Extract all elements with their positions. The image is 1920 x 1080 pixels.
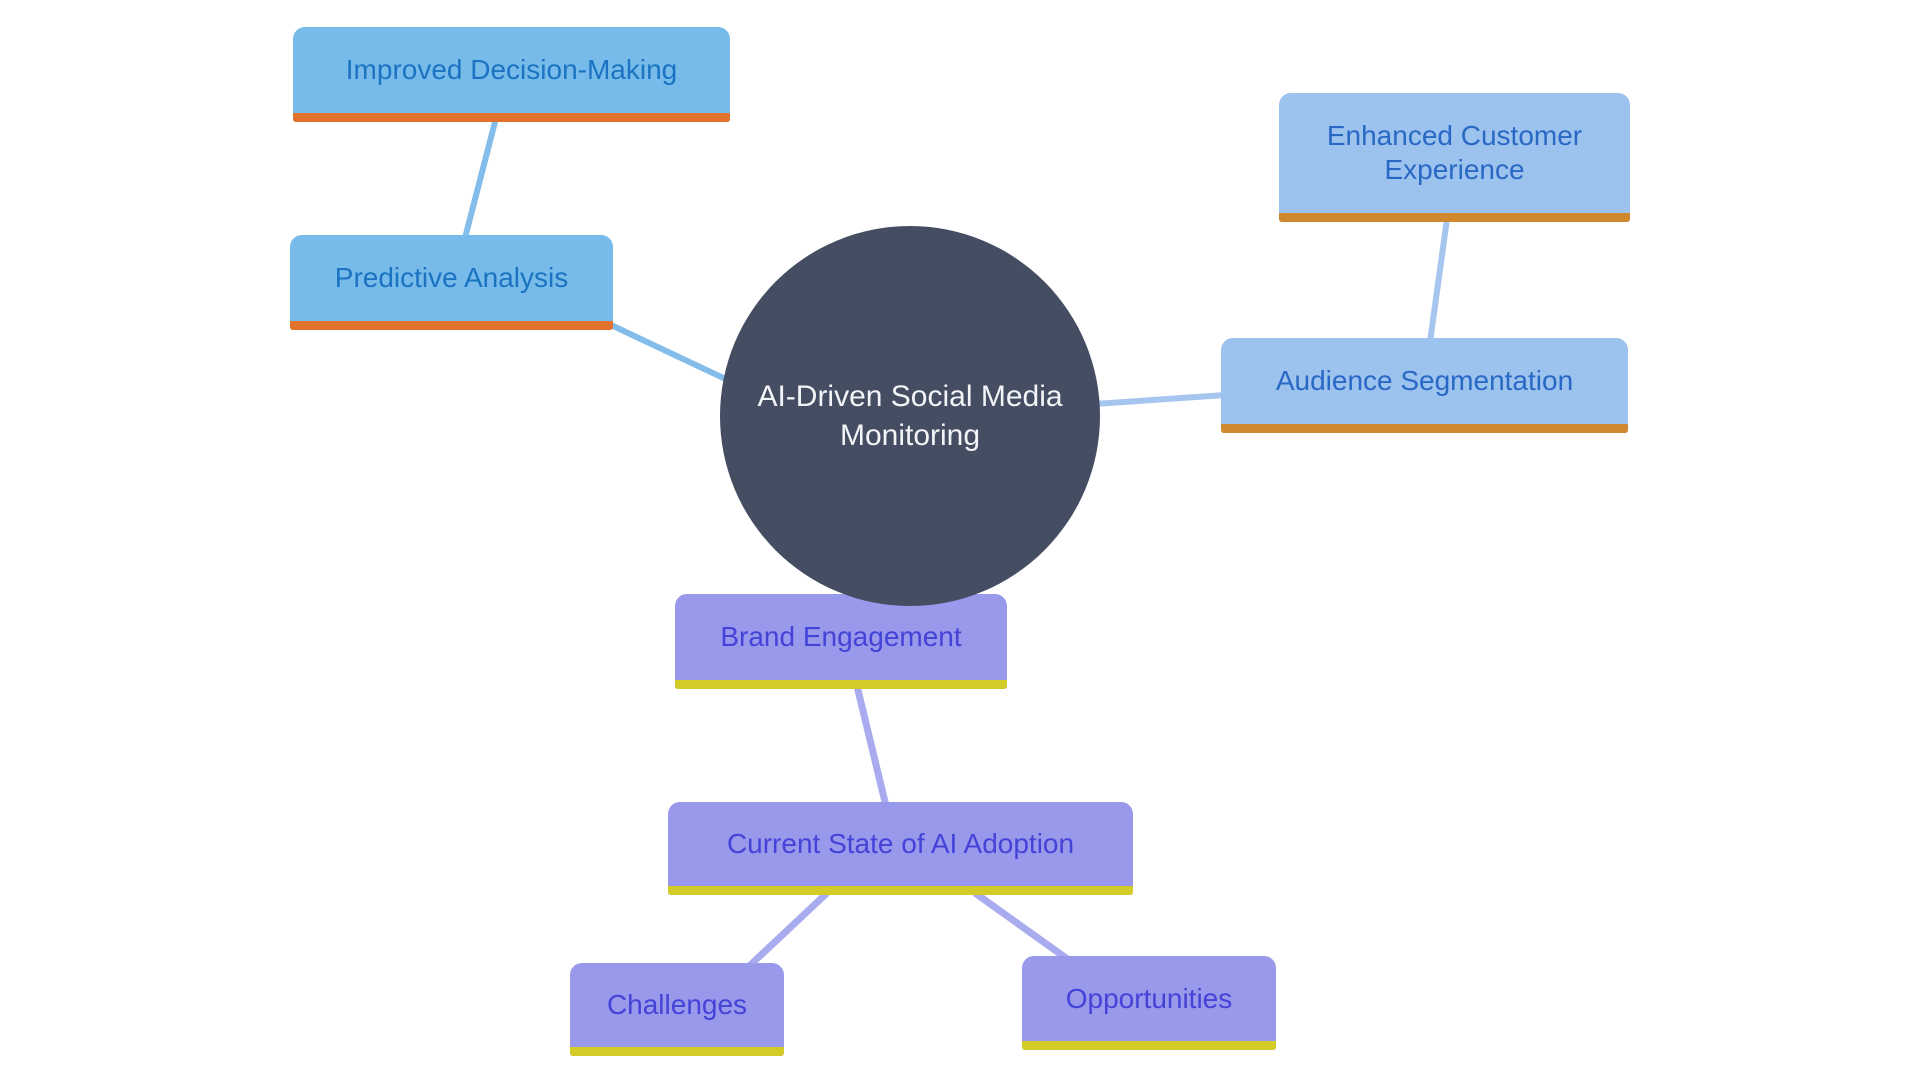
node-label: Audience Segmentation: [1275, 365, 1574, 397]
edge-central-topic-to-audience-segmentation: [1079, 391, 1241, 408]
node-underline: [293, 113, 730, 122]
edge-current-state-of-ai-adoption-to-opportunities: [972, 890, 1076, 966]
node-current-state-of-ai-adoption: Current State of AI Adoption: [668, 802, 1133, 895]
node-improved-decision-making: Improved Decision-Making: [293, 27, 730, 122]
node-predictive-analysis: Predictive Analysis: [290, 235, 613, 330]
central-node: AI-Driven Social Media Monitoring: [720, 226, 1100, 606]
node-underline: [668, 886, 1133, 895]
node-underline: [1022, 1041, 1276, 1050]
node-label: Challenges: [606, 989, 748, 1021]
node-underline: [570, 1047, 784, 1056]
node-brand-engagement: Brand Engagement: [675, 594, 1007, 689]
central-node-label: AI-Driven Social Media Monitoring: [757, 380, 1063, 452]
node-label: Enhanced Customer Experience: [1326, 120, 1583, 185]
node-challenges: Challenges: [570, 963, 784, 1056]
node-enhanced-customer-experience: Enhanced Customer Experience: [1279, 93, 1630, 222]
edge-improved-decision-making-to-predictive-analysis: [462, 117, 499, 239]
node-underline: [1221, 424, 1628, 433]
node-audience-segmentation: Audience Segmentation: [1221, 338, 1628, 433]
node-label: Brand Engagement: [720, 621, 962, 653]
node-label: Improved Decision-Making: [345, 54, 678, 86]
edge-current-state-of-ai-adoption-to-challenges: [742, 890, 830, 973]
node-underline: [1279, 213, 1630, 222]
node-opportunities: Opportunities: [1022, 956, 1276, 1050]
edge-enhanced-customer-experience-to-audience-segmentation: [1427, 218, 1450, 343]
node-underline: [675, 680, 1007, 689]
edge-brand-engagement-to-current-state-of-ai-adoption: [853, 685, 890, 807]
node-label: Predictive Analysis: [334, 262, 569, 294]
node-label: Current State of AI Adoption: [726, 828, 1075, 860]
node-underline: [290, 321, 613, 330]
node-label: Opportunities: [1065, 982, 1233, 1014]
